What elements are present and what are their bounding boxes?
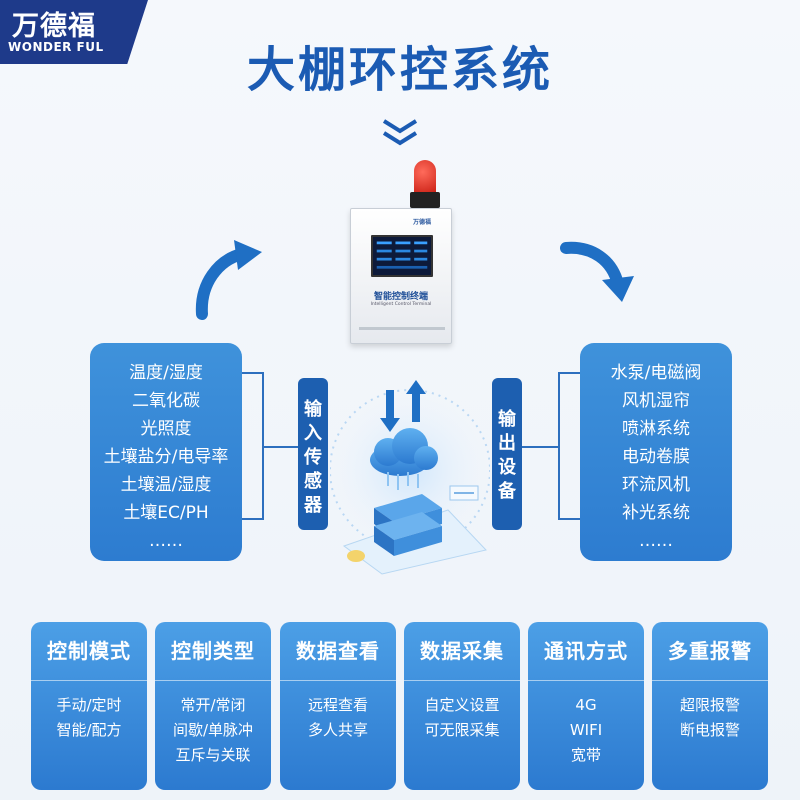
card-line: 远程查看 <box>307 696 368 714</box>
card-line: 自定义设置 <box>424 696 500 714</box>
feature-card-data-collection: 数据采集 自定义设置 可无限采集 <box>404 622 520 790</box>
label-char: 输 <box>498 409 516 430</box>
card-line: 互斥与关联 <box>175 746 251 764</box>
double-chevron-down-icon <box>382 119 418 146</box>
label-char: 输 <box>304 399 322 420</box>
brand-logo: 万德福 WONDER FUL <box>0 0 148 64</box>
device-item: 电动卷膜 <box>622 447 690 467</box>
card-divider <box>155 680 271 681</box>
curved-arrow-up-icon <box>195 240 262 320</box>
device-item: 补光系统 <box>622 503 690 523</box>
feature-card-alarm: 多重报警 超限报警 断电报警 <box>652 622 768 790</box>
device-item: 环流风机 <box>622 475 690 495</box>
card-divider <box>404 680 520 681</box>
label-char: 感 <box>304 471 322 492</box>
logo-en: WONDER FUL <box>8 40 104 54</box>
feature-card-control-mode: 控制模式 手动/定时 智能/配方 <box>31 622 147 790</box>
alarm-beacon-icon <box>414 160 436 194</box>
sensor-item: …… <box>149 531 183 551</box>
sensor-item: 土壤温/湿度 <box>120 475 212 495</box>
card-title: 控制模式 <box>47 639 131 663</box>
label-char: 备 <box>498 481 516 502</box>
card-line: 超限报警 <box>679 696 740 714</box>
card-title: 控制类型 <box>171 639 255 663</box>
card-line: 4G <box>575 696 597 714</box>
card-divider <box>280 680 396 681</box>
cloud-server-illustration <box>330 380 490 575</box>
logo-cn: 万德福 <box>12 11 96 42</box>
card-divider <box>652 680 768 681</box>
device-item: 喷淋系统 <box>622 419 690 439</box>
right-connector <box>522 446 558 448</box>
label-char: 传 <box>304 447 322 468</box>
device-name: 智能控制终端 <box>373 292 428 302</box>
card-divider <box>31 680 147 681</box>
control-terminal-device: 万德福 智能控制终端 Intelligent Control Terminal <box>350 208 452 344</box>
sensor-item: 温度/湿度 <box>129 363 203 383</box>
label-char: 入 <box>304 423 322 444</box>
device-item: 水泵/电磁阀 <box>610 363 702 383</box>
right-bracket <box>558 372 580 520</box>
left-connector <box>264 446 298 448</box>
input-sensor-label: 输 入 传 感 器 <box>298 378 328 530</box>
device-name-en: Intelligent Control Terminal <box>370 302 432 307</box>
left-bracket <box>242 372 264 520</box>
feature-card-communication: 通讯方式 4G WIFI 宽带 <box>528 622 644 790</box>
card-line: 多人共享 <box>307 721 368 739</box>
card-line: WIFI <box>569 721 603 739</box>
card-line: 间歇/单脉冲 <box>172 721 254 739</box>
card-divider <box>528 680 644 681</box>
device-footer-line <box>359 327 445 330</box>
card-line: 可无限采集 <box>424 721 500 739</box>
card-line: 常开/常闭 <box>180 696 246 714</box>
feature-card-control-type: 控制类型 常开/常闭 间歇/单脉冲 互斥与关联 <box>155 622 271 790</box>
curved-arrow-down-icon <box>560 241 634 302</box>
output-device-label: 输 出 设 备 <box>492 378 522 530</box>
card-line: 宽带 <box>570 746 601 764</box>
feature-card-data-view: 数据查看 远程查看 多人共享 <box>280 622 396 790</box>
card-title: 数据查看 <box>296 639 380 663</box>
sensor-item: 土壤盐分/电导率 <box>103 447 229 467</box>
card-line: 断电报警 <box>679 721 740 739</box>
page-title: 大棚环控系统 <box>246 42 553 98</box>
device-brand: 万德福 <box>413 219 432 226</box>
label-char: 出 <box>498 433 516 454</box>
input-sensor-panel: 温度/湿度 二氧化碳 光照度 土壤盐分/电导率 土壤温/湿度 土壤EC/PH …… <box>90 343 242 561</box>
device-screen <box>371 235 433 277</box>
card-title: 通讯方式 <box>544 639 628 663</box>
sensor-item: 二氧化碳 <box>132 391 200 411</box>
sensor-item: 土壤EC/PH <box>123 503 209 523</box>
card-title: 数据采集 <box>420 639 504 663</box>
device-item: …… <box>639 531 673 551</box>
device-item: 风机湿帘 <box>622 391 690 411</box>
output-device-panel: 水泵/电磁阀 风机湿帘 喷淋系统 电动卷膜 环流风机 补光系统 …… <box>580 343 732 561</box>
sensor-item: 光照度 <box>140 419 192 439</box>
card-line: 智能/配方 <box>56 721 122 739</box>
beacon-base <box>410 192 440 208</box>
card-title: 多重报警 <box>668 639 752 663</box>
card-line: 手动/定时 <box>56 696 122 714</box>
label-char: 设 <box>498 457 516 478</box>
label-char: 器 <box>304 495 322 516</box>
